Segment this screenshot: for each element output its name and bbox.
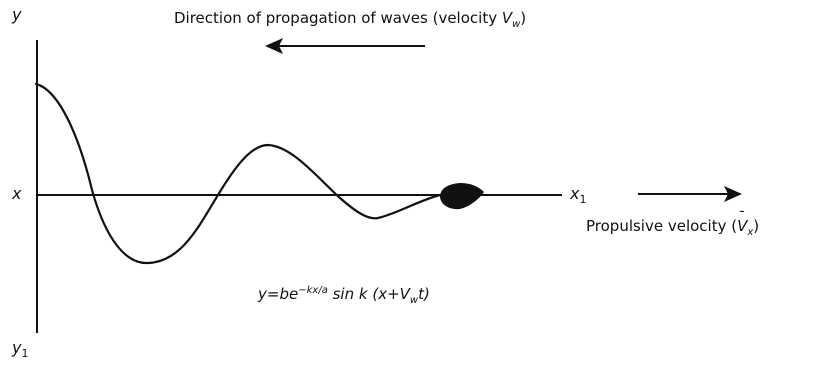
x-axis-left-label: x: [12, 184, 22, 203]
wave-direction-caption: Direction of propagation of waves (veloc…: [174, 9, 527, 30]
x-axis-right-label: x1: [570, 184, 587, 207]
x-axis-right-subscript: 1: [579, 193, 587, 207]
y-axis-top-label: y: [12, 5, 22, 24]
y-axis-bottom-label: y1: [12, 338, 29, 361]
wave-direction-arrow: [265, 38, 425, 54]
propulsive-velocity-caption: Propulsive velocity (V¯x): [586, 208, 760, 238]
propulsion-direction-arrow: [638, 186, 742, 202]
y-axis-bottom-subscript: 1: [21, 347, 29, 361]
damped-wave-curve: [34, 82, 442, 265]
wave-equation: y=be−kx/a sin k (x+Vwt): [258, 285, 430, 306]
swimming-body-icon: [440, 183, 484, 210]
